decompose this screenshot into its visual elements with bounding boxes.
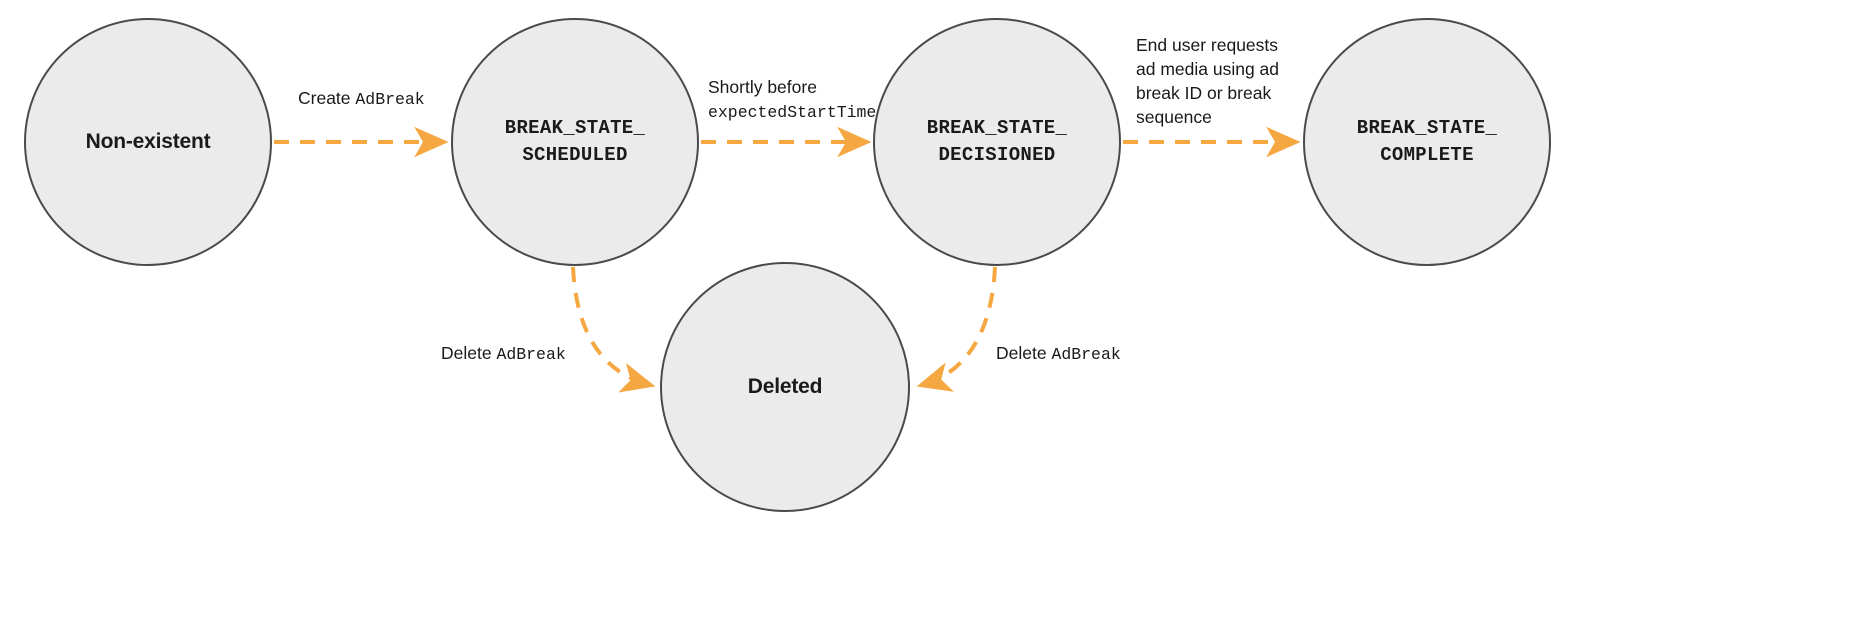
node-non-existent[interactable]: Non-existent	[24, 18, 272, 266]
node-deleted-label: Deleted	[747, 375, 823, 399]
node-break-state-scheduled[interactable]: BREAK_STATE_ SCHEDULED	[451, 18, 699, 266]
edge-label-create-adbreak: Create AdBreak	[298, 88, 425, 109]
edge-label-delete-adbreak-from-scheduled: Delete AdBreak	[441, 343, 566, 364]
node-break-state-decisioned[interactable]: BREAK_STATE_ DECISIONED	[873, 18, 1121, 266]
node-break-state-decisioned-label: BREAK_STATE_ DECISIONED	[926, 117, 1068, 166]
node-deleted[interactable]: Deleted	[660, 262, 910, 512]
edge-delete-adbreak-from-decisioned	[916, 266, 997, 392]
edge-label-delete-adbreak-from-decisioned: Delete AdBreak	[996, 343, 1121, 364]
node-break-state-complete[interactable]: BREAK_STATE_ COMPLETE	[1303, 18, 1551, 266]
edge-delete-adbreak-from-scheduled	[571, 266, 656, 393]
node-break-state-complete-label: BREAK_STATE_ COMPLETE	[1356, 117, 1498, 166]
node-non-existent-label: Non-existent	[85, 130, 211, 154]
node-break-state-scheduled-label: BREAK_STATE_ SCHEDULED	[504, 117, 646, 166]
